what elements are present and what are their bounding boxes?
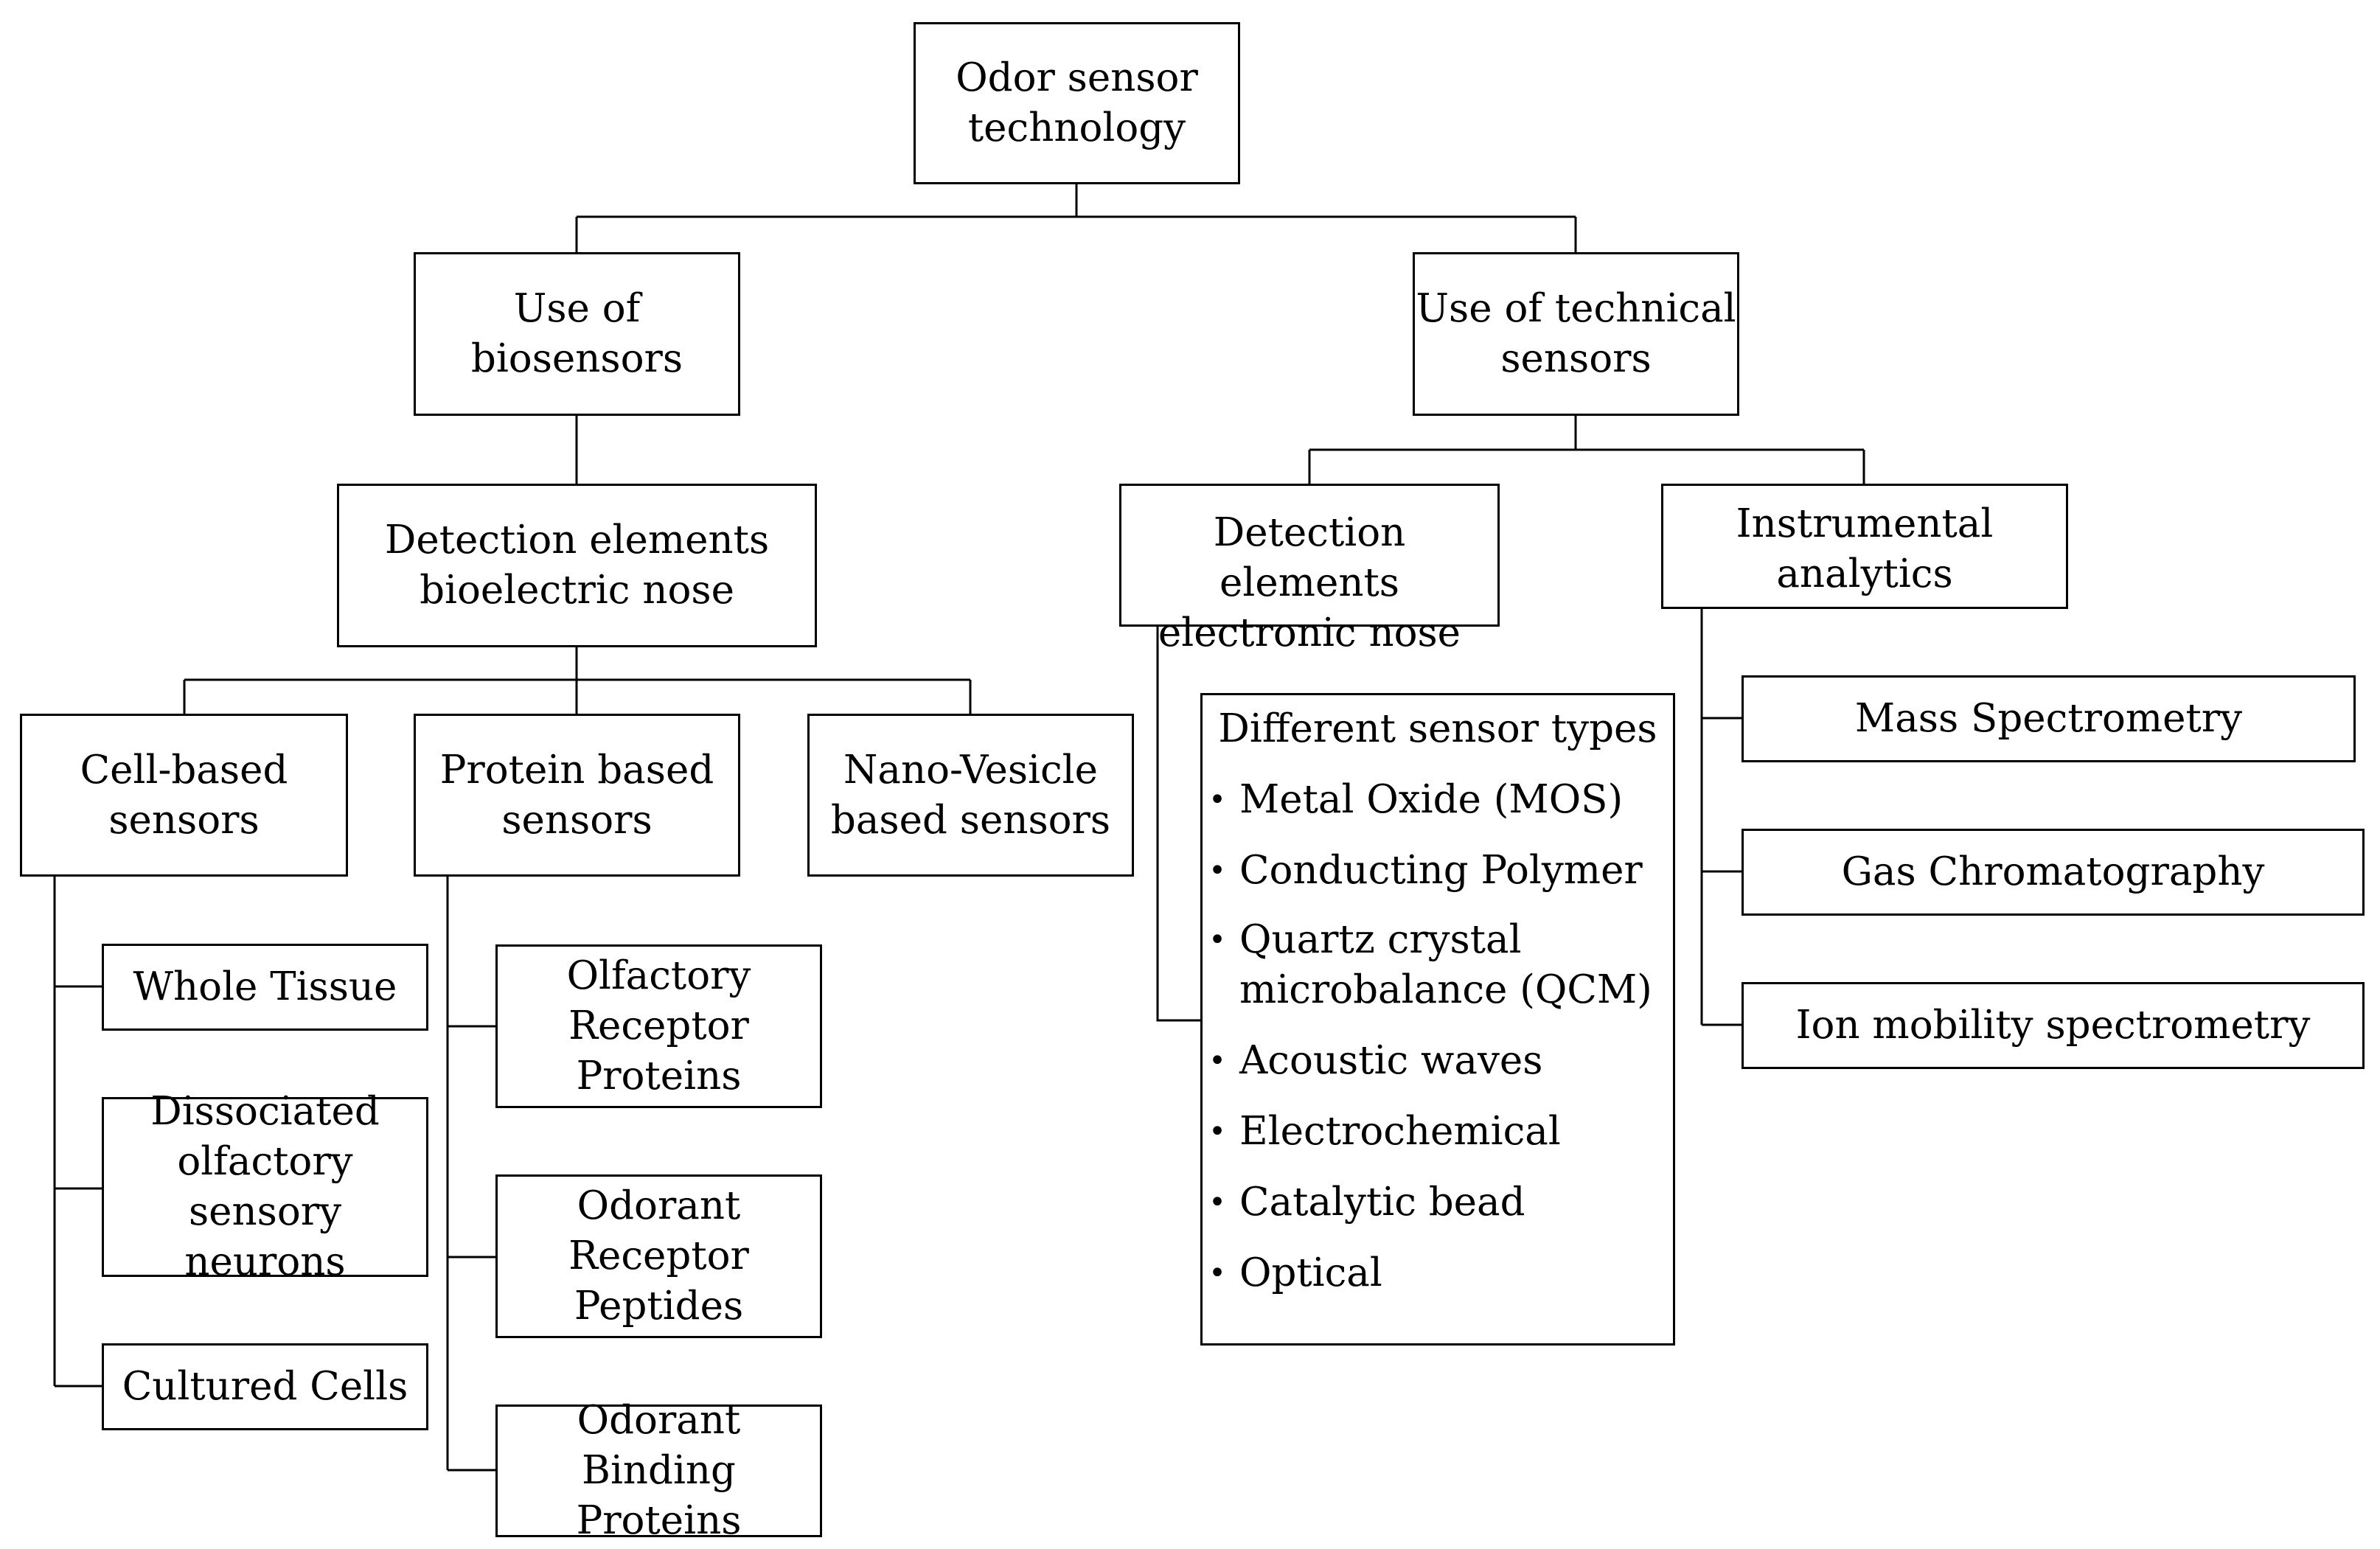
bullet-icon: • — [1208, 1186, 1226, 1219]
list-item-label: Acoustic waves — [1239, 1038, 1543, 1083]
connector-tech-children — [1308, 415, 1865, 484]
node-ion-mobility-spectrometry: Ion mobility spectrometry — [1741, 982, 2365, 1069]
connector-instrumental-children — [1700, 608, 1741, 1026]
node-instrumental-analytics: Instrumental analytics — [1661, 484, 2068, 609]
bullet-icon: • — [1208, 783, 1226, 817]
connector-root — [575, 183, 1577, 252]
node-cultured-cells: Cultured Cells — [102, 1343, 428, 1430]
bullet-icon: • — [1208, 1115, 1226, 1149]
sensor-types-title: Different sensor types — [1218, 706, 1657, 751]
sensor-types-list: Different sensor types • Metal Oxide (MO… — [1200, 693, 1675, 1346]
node-nano-vesicle-sensors: Nano-Vesicle based sensors — [807, 714, 1134, 877]
bullet-icon: • — [1208, 854, 1226, 888]
list-item-label: Metal Oxide (MOS) — [1239, 777, 1624, 822]
list-item-label: Electrochemical — [1239, 1109, 1561, 1154]
connector-enose-list — [1156, 625, 1200, 1022]
node-gas-chromatography: Gas Chromatography — [1741, 829, 2365, 916]
node-protein-based-sensors: Protein based sensors — [414, 714, 740, 877]
list-item-label: Conducting Polymer — [1239, 848, 1643, 893]
connector-protein-children — [446, 875, 495, 1472]
bullet-icon: • — [1208, 923, 1226, 957]
connector-cell-children — [53, 875, 102, 1388]
list-item-label: Optical — [1239, 1250, 1382, 1295]
node-use-of-biosensors: Use of biosensors — [414, 252, 740, 416]
bullet-icon: • — [1208, 1044, 1226, 1078]
connector-detection-children — [183, 646, 972, 714]
node-detection-bioelectric-nose: Detection elements bioelectric nose — [337, 484, 817, 647]
node-use-of-technical-sensors: Use of technical sensors — [1413, 252, 1739, 416]
node-olfactory-receptor-proteins: Olfactory Receptor Proteins — [495, 944, 822, 1108]
node-dissociated-neurons: Dissociated olfactory sensory neurons — [102, 1089, 428, 1284]
list-item-label: Quartz crystal microbalance (QCM) — [1239, 917, 1652, 1012]
node-odor-sensor-technology: Odor sensor technology — [914, 22, 1240, 184]
node-detection-electronic-nose: Detection elements electronic nose — [1119, 484, 1500, 655]
node-cell-based-sensors: Cell-based sensors — [20, 714, 348, 877]
node-mass-spectrometry: Mass Spectrometry — [1741, 675, 2356, 762]
node-odorant-receptor-peptides: Odorant Receptor Peptides — [495, 1174, 822, 1338]
node-whole-tissue: Whole Tissue — [102, 944, 428, 1031]
node-odorant-binding-proteins: Odorant Binding Proteins — [495, 1398, 822, 1543]
list-item-label: Catalytic bead — [1239, 1180, 1525, 1225]
bullet-icon: • — [1208, 1256, 1226, 1290]
